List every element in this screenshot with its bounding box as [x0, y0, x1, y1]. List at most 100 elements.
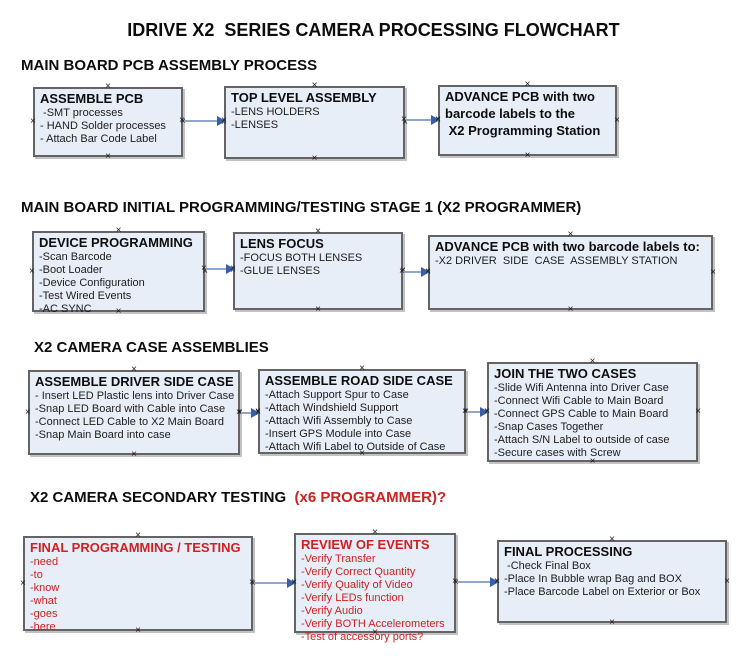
anchor-x-mark	[401, 115, 407, 124]
box-item: -Check Final Box	[504, 560, 591, 572]
flow-box-top-level-assembly[interactable]: TOP LEVEL ASSEMBLY -LENS HOLDERS -LENSES	[224, 86, 405, 159]
box-item: -here	[30, 621, 56, 633]
flow-box-advance-pcb-case-station[interactable]: ADVANCE PCB with two barcode labels to: …	[428, 235, 713, 310]
box-item: -Scan Barcode	[39, 251, 112, 263]
anchor-x-mark	[135, 531, 141, 540]
anchor-x-mark	[494, 577, 500, 586]
box-item: -know	[30, 582, 60, 594]
connector-arrow[interactable]	[456, 577, 499, 587]
page-title: IDRIVE X2 SERIES CAMERA PROCESSING FLOWC…	[127, 20, 620, 40]
anchor-x-mark	[724, 577, 730, 586]
anchor-x-mark	[20, 579, 26, 588]
box-item: -Connect Wifi Cable to Main Board	[494, 395, 664, 407]
flow-box-review-of-events[interactable]: REVIEW OF EVENTS -Verify Transfer -Verif…	[294, 533, 456, 643]
box-item: - HAND Solder processes	[40, 120, 166, 132]
connector-arrow[interactable]	[183, 116, 226, 126]
anchor-x-mark	[105, 152, 111, 161]
box-item: -GLUE LENSES	[240, 265, 321, 277]
anchor-x-mark	[372, 528, 378, 537]
anchor-x-mark	[452, 577, 458, 586]
anchor-x-mark	[609, 535, 615, 544]
flow-box-assemble-pcb[interactable]: ASSEMBLE PCB -SMT processes - HAND Solde…	[33, 87, 183, 157]
box-item: -Verify Transfer	[301, 553, 376, 565]
connector-arrow[interactable]	[253, 578, 296, 588]
box-item: - Attach Bar Code Label	[40, 133, 157, 145]
box-item: -Place In Bubble wrap Bag and BOX	[504, 573, 682, 585]
section-heading-initial-programming: MAIN BOARD INITIAL PROGRAMMING/TESTING S…	[21, 199, 582, 216]
flow-box-advance-pcb-programming-station[interactable]: ADVANCE PCB with two barcode labels to t…	[438, 85, 617, 156]
box-item: -LENSES	[231, 119, 279, 131]
anchor-x-mark	[568, 305, 574, 314]
box-item: -Slide Wifi Antenna into Driver Case	[494, 382, 669, 394]
box-item: -Attach Support Spur to Case	[265, 389, 409, 401]
box-item: -Verify Quality of Video	[301, 579, 413, 591]
anchor-x-mark	[590, 457, 596, 466]
connector-arrow[interactable]	[405, 115, 440, 125]
anchor-x-mark	[425, 267, 431, 276]
anchor-x-mark	[230, 264, 236, 273]
anchor-x-mark	[399, 267, 405, 276]
anchor-x-mark	[695, 407, 701, 416]
box-item: -X2 DRIVER SIDE CASE ASSEMBLY STATION	[435, 255, 678, 267]
connector-arrow[interactable]	[240, 408, 260, 418]
box-item: -Secure cases with Screw	[494, 447, 621, 459]
box-item: -Attach Windshield Support	[265, 402, 399, 414]
box-item: -Verify Audio	[301, 605, 363, 617]
section-heading-case-assemblies: X2 CAMERA CASE ASSEMBLIES	[34, 339, 269, 356]
anchor-x-mark	[131, 365, 137, 374]
box-item: -Test Wired Events	[39, 290, 132, 302]
anchor-x-mark	[435, 115, 441, 124]
anchor-x-mark	[179, 116, 185, 125]
box-item: -Attach Wifi Label to Outside of Case	[265, 441, 446, 453]
connector-line	[406, 119, 436, 121]
connector-line	[241, 412, 256, 414]
anchor-x-mark	[312, 154, 318, 163]
section-heading-pcb-assembly: MAIN BOARD PCB ASSEMBLY PROCESS	[21, 57, 318, 74]
box-item: -AC SYNC	[39, 303, 92, 315]
anchor-x-mark	[105, 82, 111, 91]
box-item: barcode labels to the	[445, 106, 576, 121]
anchor-x-mark	[609, 618, 615, 627]
anchor-x-mark	[236, 408, 242, 417]
flow-box-final-processing[interactable]: FINAL PROCESSING -Check Final Box -Place…	[497, 540, 727, 623]
box-item: - Insert LED Plastic lens into Driver Ca…	[35, 390, 235, 402]
connector-arrow[interactable]	[466, 407, 489, 417]
flow-box-assemble-driver-side-case[interactable]: ASSEMBLE DRIVER SIDE CASE - Insert LED P…	[28, 370, 240, 455]
box-item: -FOCUS BOTH LENSES	[240, 252, 363, 264]
anchor-x-mark	[525, 151, 531, 160]
connector-arrow[interactable]	[205, 264, 235, 274]
section-heading-suffix: (x6 PROGRAMMER)?	[290, 489, 447, 506]
box-item: -Snap LED Board with Cable into Case	[35, 403, 226, 415]
connector-arrow[interactable]	[403, 267, 430, 277]
section-heading-text: X2 CAMERA SECONDARY TESTING	[30, 489, 291, 506]
flow-box-final-programming-testing[interactable]: FINAL PROGRAMMING / TESTING -need -to -k…	[20, 536, 253, 633]
anchor-x-mark	[135, 626, 141, 635]
flow-box-assemble-road-side-case[interactable]: ASSEMBLE ROAD SIDE CASE -Attach Support …	[258, 369, 466, 454]
box-item: -Connect LED Cable to X2 Main Board	[35, 416, 224, 428]
connector-line	[254, 582, 292, 584]
box-item: -LENS HOLDERS	[231, 106, 320, 118]
flow-box-lens-focus[interactable]: LENS FOCUS -FOCUS BOTH LENSES -GLUE LENS…	[233, 232, 403, 310]
box-item: -Connect GPS Cable to Main Board	[494, 408, 669, 420]
anchor-x-mark	[131, 450, 137, 459]
flow-box-join-the-two-cases[interactable]: JOIN THE TWO CASES -Slide Wifi Antenna i…	[487, 362, 698, 462]
box-item: -Snap Cases Together	[494, 421, 604, 433]
anchor-x-mark	[525, 80, 531, 89]
flow-box-device-programming[interactable]: DEVICE PROGRAMMING -Scan Barcode -Boot L…	[29, 231, 205, 315]
box-title: DEVICE PROGRAMMING	[39, 235, 193, 250]
box-title: ASSEMBLE DRIVER SIDE CASE	[35, 374, 234, 389]
box-title: REVIEW OF EVENTS	[301, 537, 430, 552]
anchor-x-mark	[25, 408, 31, 417]
anchor-x-mark	[312, 81, 318, 90]
box-title: FINAL PROGRAMMING / TESTING	[30, 540, 241, 555]
anchor-x-mark	[221, 116, 227, 125]
anchor-x-mark	[614, 116, 620, 125]
box-item: -SMT processes	[40, 107, 123, 119]
connector-line	[457, 581, 495, 583]
box-title: ADVANCE PCB with two barcode labels to:	[435, 239, 700, 254]
anchor-x-mark	[590, 357, 596, 366]
box-title: FINAL PROCESSING	[504, 544, 633, 559]
anchor-x-mark	[29, 267, 35, 276]
connector-line	[467, 411, 485, 413]
